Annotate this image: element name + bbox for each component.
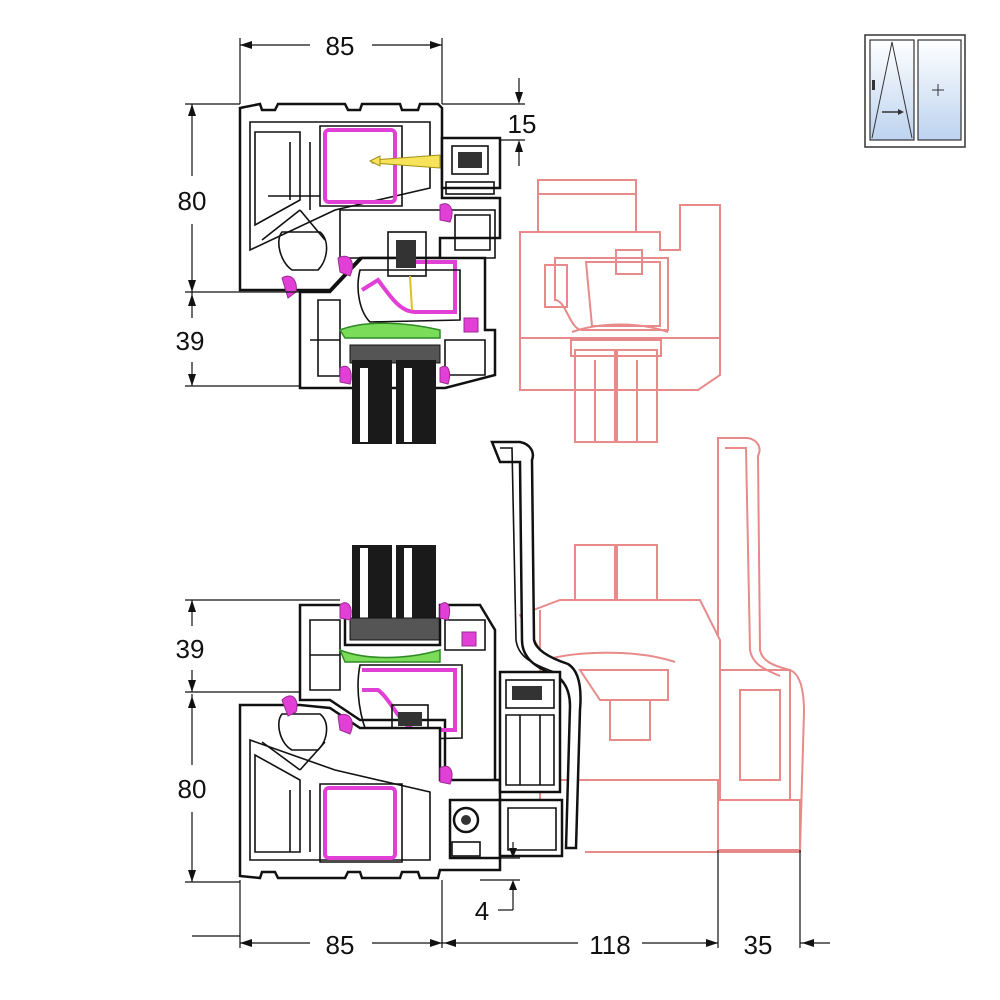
ghost-bottom-section <box>518 437 806 853</box>
dim-bottom-frame-width: 85 <box>326 930 355 960</box>
ghost-top-section <box>519 179 721 443</box>
dim-top-frame-width: 85 <box>326 31 355 61</box>
dimension-lines <box>185 38 830 948</box>
dim-bottom-sash-height: 39 <box>176 634 205 664</box>
dim-cover-width: 35 <box>744 930 773 960</box>
dim-bottom-gap: 4 <box>475 896 489 926</box>
tilt-turn-window-icon <box>864 34 966 148</box>
bottom-section-profile <box>238 440 582 880</box>
top-section-profile <box>238 102 502 444</box>
dim-top-frame-height: 80 <box>178 186 207 216</box>
dim-cover-offset: 118 <box>589 930 630 960</box>
steel-reinforcement <box>323 128 397 204</box>
dim-top-gap: 15 <box>508 109 537 139</box>
dim-top-sash-height: 39 <box>176 326 205 356</box>
dim-bottom-frame-height: 80 <box>178 774 207 804</box>
steel-reinforcement-bottom <box>323 786 397 860</box>
